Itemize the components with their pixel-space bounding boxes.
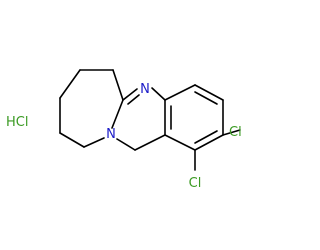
chlorine-bonds (194, 129, 241, 171)
bond-c7-c1 (59, 132, 85, 148)
pyrimidine-ring (116, 87, 166, 151)
bond-c8-c7 (194, 84, 224, 101)
bond-c6-c5b-inner (194, 130, 218, 144)
bond-c5-n-amine (111, 99, 124, 129)
bond-ch2-n-amine (116, 138, 136, 151)
n-amine-label: N (106, 127, 116, 142)
bond-c5-n-imine-double (127, 94, 140, 105)
bond-c6-cl-upper (222, 129, 241, 136)
bond-c8-c7-inner (194, 91, 218, 105)
bond-c4a-ch2 (134, 134, 166, 151)
bond-c4-c5 (112, 69, 124, 101)
n-imine-label: N (140, 82, 150, 97)
chemical-structure: N N Cl Cl HCl (6, 69, 242, 191)
hcl-label: HCl (6, 115, 28, 130)
azepane-ring (59, 69, 124, 148)
structure-canvas: N N Cl Cl HCl (6, 69, 242, 191)
bond-c5-n-imine (122, 88, 138, 101)
bond-c2-c3 (59, 69, 81, 99)
bond-c6-c5b (194, 134, 224, 151)
cl-lower-label: Cl (189, 176, 202, 191)
bond-n-imine-c8a (151, 87, 166, 101)
bond-c5b-c4a (164, 134, 196, 151)
bond-c8a-c8 (164, 84, 196, 101)
bond-n-amine-c7 (83, 137, 105, 148)
benzene-ring (164, 84, 224, 151)
cl-upper-label: Cl (229, 125, 242, 140)
